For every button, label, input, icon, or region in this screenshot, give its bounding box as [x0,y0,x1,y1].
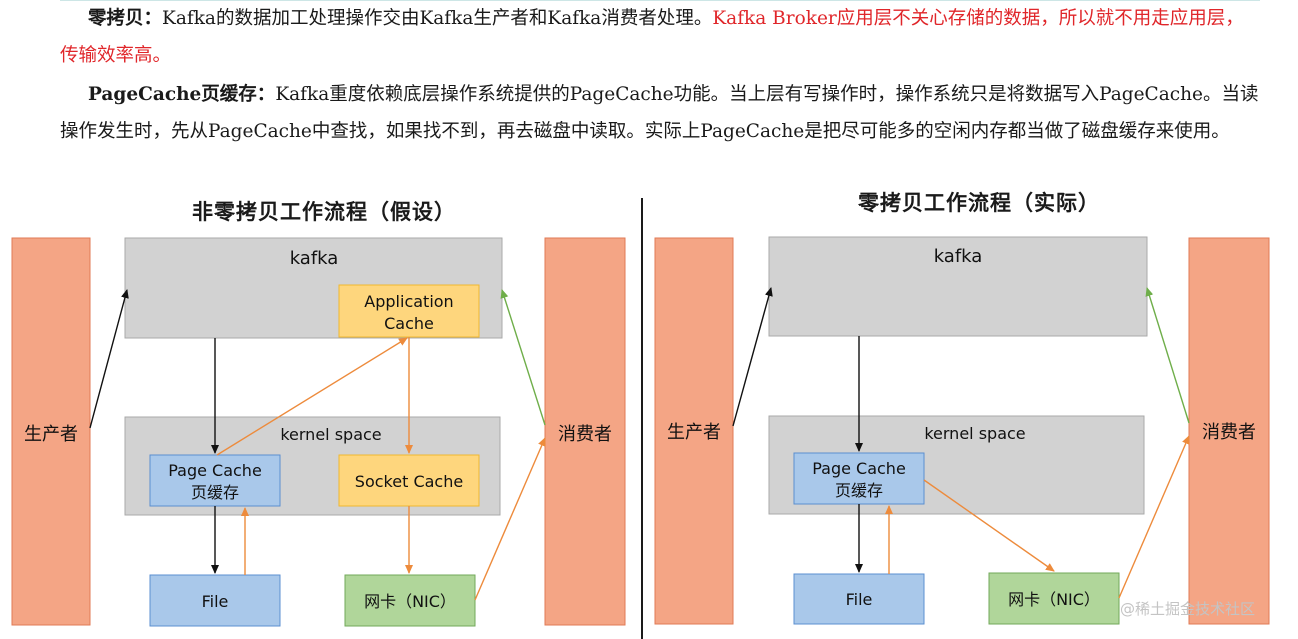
right-kafka-label: kafka [934,246,983,267]
right-kafka-box [768,236,1148,337]
right-consumer-label: 消费者 [1202,422,1256,443]
left-arrow-nic-to-consumer [474,437,546,601]
zero-copy-body: Kafka的数据加工处理操作交由Kafka生产者和Kafka消费者处理。 [162,8,713,29]
left-application-cache-label-2: Cache [384,314,434,333]
right-nic-box [988,572,1120,625]
watermark: @稀土掘金技术社区 [1120,600,1256,618]
left-arrow-consumer-to-kafka [500,289,546,426]
left-kernel-space-label: kernel space [280,425,381,444]
left-page-cache-label-1: Page Cache [168,461,262,480]
right-page-cache-label-1: Page Cache [812,459,906,478]
right-nic-label: 网卡（NIC） [1008,590,1100,609]
right-kernel-space-label: kernel space [924,424,1025,443]
left-nic-box [344,574,476,627]
left-arrow-pagecache-to-appcache [216,337,408,456]
left-socket-cache-label: Socket Cache [355,472,463,491]
top-border-line [60,0,1260,1]
left-kafka-label: kafka [290,248,339,269]
left-producer-box [11,237,91,626]
right-arrow-nic-to-consumer [1118,435,1190,599]
right-file-box [793,573,925,625]
right-consumer-box [1188,237,1270,625]
zero-copy-paragraph: 零拷贝：Kafka的数据加工处理操作交由Kafka生产者和Kafka消费者处理。… [60,0,1260,74]
left-page-cache-label-2: 页缓存 [191,483,239,502]
right-arrow-producer-to-kafka [732,287,773,427]
right-arrow-pagecache-to-nic [923,479,1055,572]
right-page-cache-box [793,452,925,505]
right-diagram: 生产者 消费者 kafka kernel space Page Cache 页缓… [654,236,1270,625]
left-diagram: 生产者 消费者 kafka Application Cache kernel s… [11,237,626,627]
left-application-cache-label-1: Application [364,292,453,311]
left-file-box [149,574,281,627]
left-socket-cache-box [338,454,480,507]
left-producer-label: 生产者 [24,424,78,445]
right-diagram-title: 零拷贝工作流程（实际） [858,191,1100,215]
zero-copy-highlight: Kafka Broker应用层不关心存储的数据，所以就不用走应用层，传输效率高。 [60,8,1244,66]
left-application-cache-box [338,284,480,338]
right-arrow-consumer-to-kafka [1145,287,1190,424]
left-arrow-producer-to-kafka [89,289,129,429]
right-producer-box [654,237,734,625]
left-nic-label: 网卡（NIC） [364,592,456,611]
right-page-cache-label-2: 页缓存 [835,481,883,500]
pagecache-paragraph: PageCache页缓存：Kafka重度依赖底层操作系统提供的PageCache… [60,76,1260,150]
left-page-cache-box [149,454,281,507]
left-consumer-box [544,237,626,626]
left-diagram-title: 非零拷贝工作流程（假设） [192,200,456,224]
diagram-divider [641,198,643,639]
right-file-label: File [846,590,873,609]
zero-copy-term: 零拷贝： [88,8,163,29]
pagecache-body: Kafka重度依赖底层操作系统提供的PageCache功能。当上层有写操作时，操… [60,84,1259,142]
right-producer-label: 生产者 [667,422,721,443]
pagecache-term: PageCache页缓存： [88,84,276,105]
left-consumer-label: 消费者 [558,424,612,445]
left-file-label: File [202,592,229,611]
